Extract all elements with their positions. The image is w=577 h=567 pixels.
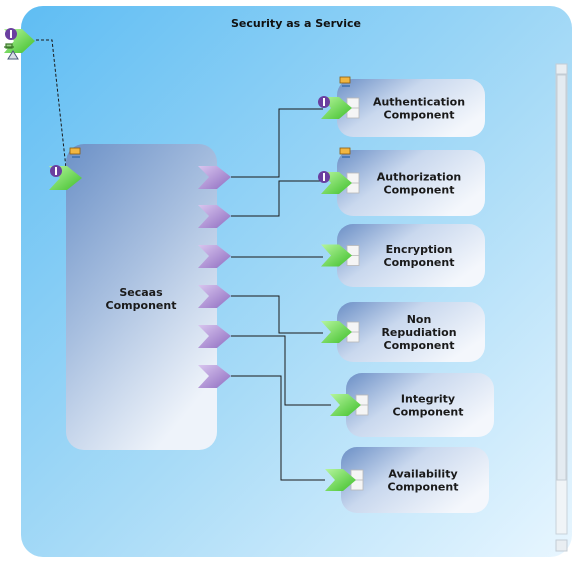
encryption-box[interactable]: [337, 224, 485, 287]
wire-authorization: [231, 180, 323, 217]
integrity-label-line1: Integrity: [401, 393, 455, 406]
scrollbar-arrow-up[interactable]: [555, 63, 568, 75]
external-service[interactable]: [4, 28, 35, 60]
authentication-implementation-icon: [339, 76, 351, 87]
warning-icon: [7, 50, 19, 60]
availability-label-line2: Component: [388, 481, 459, 494]
authorization-label-line2: Component: [384, 184, 455, 197]
non-repudiation-box[interactable]: [337, 302, 485, 362]
non-repudiation-label-line1: Non: [407, 313, 432, 326]
secaas-label-line2: Component: [106, 299, 177, 312]
non-repudiation-label-line2: Repudiation: [381, 326, 456, 339]
reference-encryption[interactable]: [198, 245, 231, 268]
binding-icon: [4, 43, 14, 49]
encryption-label-line1: Encryption: [386, 243, 453, 256]
encryption-service-arrow[interactable]: [321, 244, 352, 267]
availability-label-line1: Availability: [388, 468, 457, 481]
secaas-implementation-icon: [69, 147, 81, 158]
availability-service-arrow[interactable]: [325, 469, 356, 491]
integrity-label-line2: Component: [393, 406, 464, 419]
reference-authentication[interactable]: [198, 166, 231, 189]
scrollbar-thumb[interactable]: [556, 74, 567, 481]
interface-badge-icon: [5, 28, 17, 40]
diagram-title: Security as a Service: [231, 17, 361, 30]
reference-authorization[interactable]: [198, 205, 231, 228]
authentication-label-line1: Authentication: [373, 96, 465, 109]
secaas-component[interactable]: Secaas Component: [49, 144, 231, 450]
reference-availability[interactable]: [198, 365, 231, 388]
authorization-implementation-icon: [339, 147, 351, 158]
wire-integrity: [231, 335, 331, 406]
integrity-service-arrow[interactable]: [330, 394, 361, 416]
authentication-box[interactable]: [337, 79, 485, 137]
reference-integrity[interactable]: [198, 325, 231, 348]
non-repudiation-label-line3: Component: [384, 339, 455, 352]
reference-non-repudiation[interactable]: [198, 285, 231, 308]
vertical-scrollbar[interactable]: [555, 63, 568, 552]
authorization-label-line1: Authorization: [377, 171, 461, 184]
wires: [231, 108, 331, 481]
authentication-interface-badge-icon: [318, 96, 330, 108]
wire-authentication: [231, 108, 323, 178]
wire-non-repudiation: [231, 295, 323, 334]
promote-wire: [36, 39, 67, 169]
scrollbar-arrow-down[interactable]: [555, 539, 568, 552]
encryption-label-line2: Component: [384, 256, 455, 269]
integrity-box[interactable]: [346, 373, 494, 437]
authentication-label-line2: Component: [384, 109, 455, 122]
non-repudiation-service-arrow[interactable]: [321, 321, 352, 343]
wire-availability: [231, 375, 325, 481]
authorization-box[interactable]: [337, 150, 485, 216]
secaas-interface-badge-icon: [50, 165, 62, 177]
availability-box[interactable]: [341, 447, 489, 513]
authorization-interface-badge-icon: [318, 171, 330, 183]
secaas-label-line1: Secaas: [119, 286, 163, 299]
